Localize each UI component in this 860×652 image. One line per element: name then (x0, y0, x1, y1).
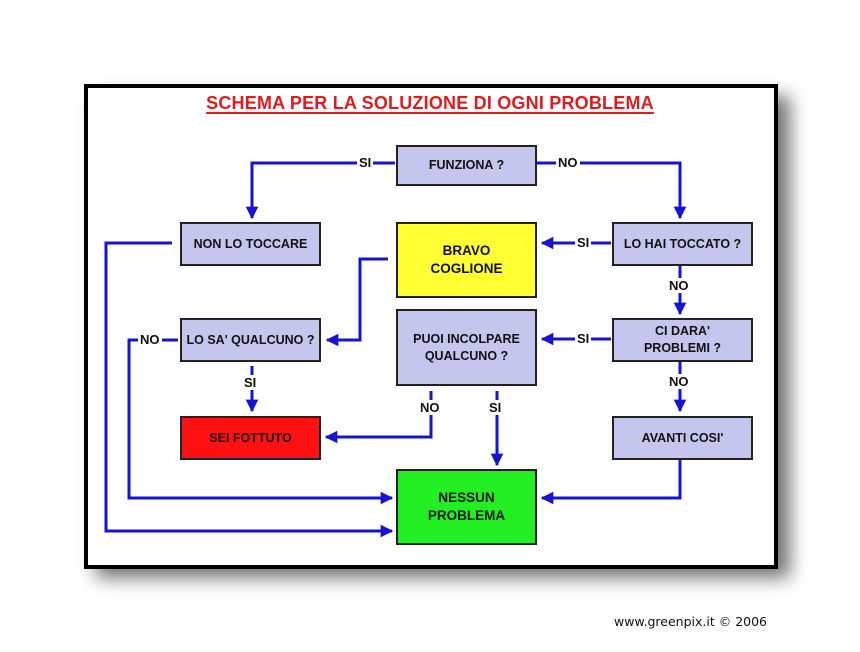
arrow-funziona-no (537, 161, 687, 220)
label-problemi-no: NO (667, 374, 691, 389)
arrow-bravo-losa (325, 257, 388, 347)
label-problemi-si: SI (575, 331, 592, 346)
arrow-nontoccare-nessun (104, 241, 394, 538)
label-funziona-no: NO (556, 155, 580, 170)
label-funziona-si: SI (357, 155, 374, 170)
label-toccato-si: SI (575, 235, 592, 250)
arrow-funziona-si (245, 161, 395, 220)
node-ci-dara-problemi: CI DARA' PROBLEMI ? (612, 318, 753, 362)
node-funziona: FUNZIONA ? (396, 145, 537, 186)
credit-text: www.greenpix.it © 2006 (614, 614, 768, 629)
node-non-lo-toccare: NON LO TOCCARE (180, 222, 321, 266)
arrow-incolpare-no (324, 391, 433, 444)
node-avanti-cosi: AVANTI COSI' (612, 416, 753, 460)
diagram-title: SCHEMA PER LA SOLUZIONE DI OGNI PROBLEMA (206, 93, 654, 113)
label-incolpare-si: SI (487, 400, 504, 415)
label-toccato-no: NO (667, 278, 691, 293)
label-losa-no: NO (138, 332, 162, 347)
node-lo-sa-qualcuno: LO SA' QUALCUNO ? (180, 318, 321, 362)
label-losa-si: SI (242, 375, 259, 390)
label-incolpare-no: NO (418, 400, 442, 415)
arrow-avanti-nessun (540, 460, 682, 505)
node-nessun-problema: NESSUN PROBLEMA (396, 469, 537, 545)
node-bravo-coglione: BRAVO COGLIONE (396, 222, 537, 298)
node-puoi-incolpare: PUOI INCOLPARE QUALCUNO ? (396, 309, 537, 386)
node-lo-hai-toccato: LO HAI TOCCATO ? (612, 222, 753, 266)
node-sei-fottuto: SEI FOTTUTO (180, 416, 321, 460)
